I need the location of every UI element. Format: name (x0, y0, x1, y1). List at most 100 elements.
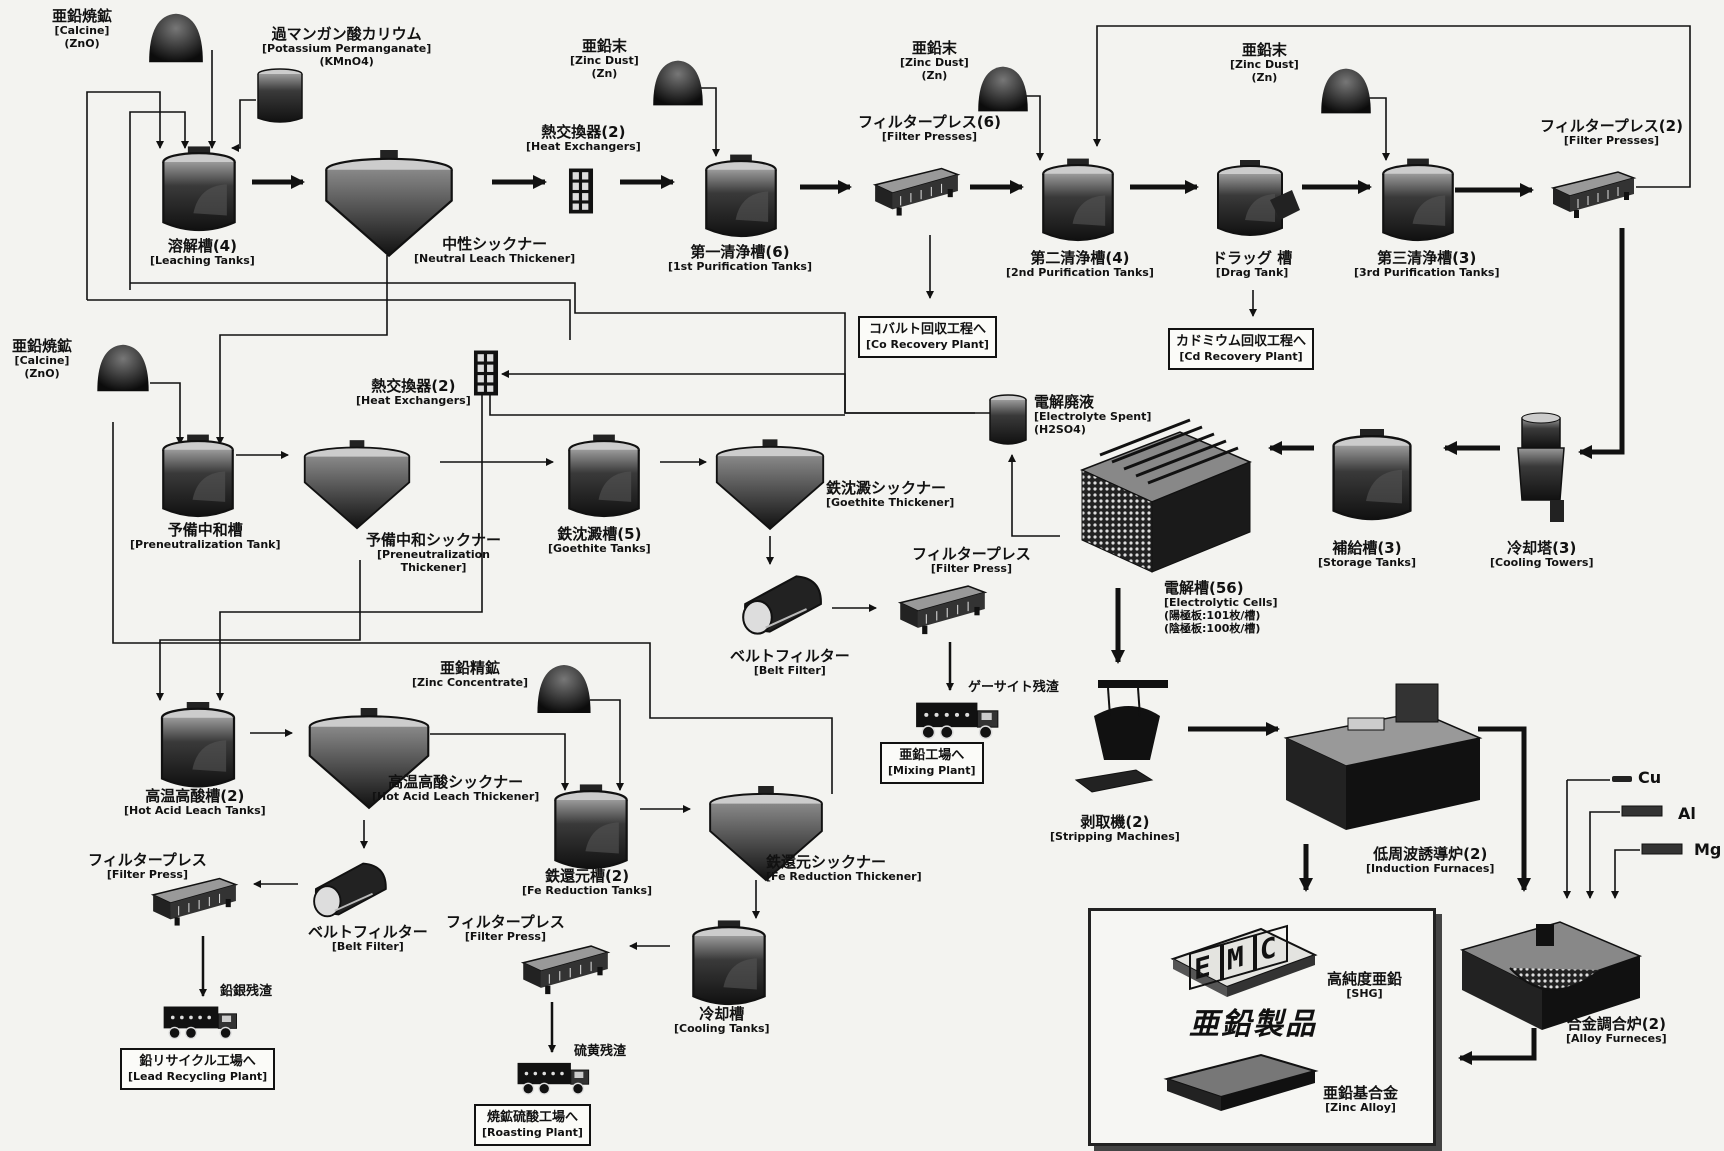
arrow-al-down (1586, 811, 1620, 899)
filter-press-2-en: [Filter Presses] (1563, 134, 1660, 148)
line-to-preneut (216, 290, 388, 445)
filter-press-g-label: フィルタープレス [Filter Press] (912, 545, 1031, 576)
line-zc-to-fered (590, 699, 624, 791)
calcine-top-label: 亜鉛焼鉱 [Calcine] (ZnO) (52, 7, 113, 51)
filter-press-en: [Filter Press] (464, 930, 546, 944)
filter-press-icon (522, 945, 609, 995)
al-ingot-icon (1621, 805, 1663, 817)
zinc-concentrate-label: 亜鉛精鉱 [Zinc Concentrate] (412, 659, 529, 690)
zinc-concentrate-jp: 亜鉛精鉱 (440, 659, 501, 677)
kmno4-container-icon (257, 68, 303, 123)
fe-reduction-thickener-jp: 鉄還元シックナー (766, 853, 887, 871)
filter-press-6-icon (874, 167, 959, 217)
goethite-thickener-label: 鉄沈澱シックナー [Goethite Thickener] (826, 479, 954, 510)
storage-en: [Storage Tanks] (1318, 556, 1417, 570)
preneutralization-thickener-label: 予備中和シックナー [Preneutralization Thickener] (366, 531, 502, 575)
fe-reduction-tank-icon (554, 784, 628, 870)
line-kmno4-to-leach (231, 99, 256, 152)
stripping-machine-icon (1074, 680, 1168, 793)
co-recovery-en: [Co Recovery Plant] (866, 338, 989, 352)
preneutralization-tank-label: 予備中和槽 [Preneutralization Tank] (130, 521, 281, 552)
hot-acid-en: [Hot Acid Leach Tanks] (124, 804, 266, 818)
zinc-dust-pile-icon (653, 60, 703, 106)
induction-furnaces-label: 低周波誘導炉(2) [Induction Furnaces] (1366, 845, 1494, 876)
stripping-machines-label: 剥取機(2) [Stripping Machines] (1050, 813, 1180, 844)
alloy-furnaces-jp: 合金調合炉(2) (1566, 1015, 1666, 1033)
leaching-jp: 溶解槽(4) (167, 237, 237, 255)
shg-jp: 高純度亜鉛 (1327, 970, 1403, 988)
filter-press-6-en: [Filter Presses] (881, 130, 978, 144)
storage-tank-icon (1332, 427, 1412, 521)
hot-acid-tanks-label: 高温高酸槽(2) [Hot Acid Leach Tanks] (124, 787, 266, 818)
zinc-dust-1-label: 亜鉛末 [Zinc Dust] (Zn) (570, 37, 639, 81)
filter-press-icon (152, 877, 237, 927)
belt-filter-en: [Belt Filter] (331, 940, 404, 954)
calcine-pile-icon (149, 13, 203, 63)
line-loop-top (1093, 25, 1691, 188)
spent-electrolyte-container-icon (989, 394, 1027, 445)
calcine-jp: 亜鉛焼鉱 (12, 337, 73, 355)
zinc-concentrate-en: [Zinc Concentrate] (412, 676, 529, 690)
zinc-dust-jp: 亜鉛末 (581, 37, 627, 55)
preneutralization-tank-jp: 予備中和槽 (167, 521, 243, 539)
truck-icon (516, 1062, 590, 1095)
equipment (97, 13, 1683, 1095)
calcine-jp: 亜鉛焼鉱 (52, 7, 113, 25)
calcine-en: [Calcine] (54, 24, 110, 38)
purification-1-jp: 第一清浄槽(6) (690, 243, 790, 261)
goethite-thickener-icon (715, 438, 825, 530)
roasting-plant-box: 焼鉱硫酸工場へ [Roasting Plant] (474, 1104, 591, 1146)
filter-press-6-jp: フィルタープレス(6) (858, 113, 1001, 131)
spent-en: [Electrolyte Spent] (1034, 410, 1152, 424)
mixing-plant-jp: 亜鉛工場へ (899, 748, 965, 763)
zinc-dust-2-label: 亜鉛末 [Zinc Dust] (Zn) (900, 39, 969, 83)
cooling-towers-label: 冷却塔(3) [Cooling Towers] (1490, 539, 1594, 570)
filter-press-2-jp: フィルタープレス(2) (1540, 117, 1683, 135)
co-recovery-box: コバルト回収工程へ [Co Recovery Plant] (858, 316, 997, 358)
cooling-towers-en: [Cooling Towers] (1490, 556, 1594, 570)
cells-en: [Electrolytic Cells] (1164, 596, 1278, 610)
calcine-mid-label: 亜鉛焼鉱 [Calcine] (ZnO) (12, 337, 73, 381)
storage-jp: 補給槽(3) (1332, 539, 1402, 557)
belt-filter-icon (313, 862, 387, 918)
cells-cathode-note: (陰極板:100枚/槽) (1164, 621, 1261, 635)
cooling-tanks-en: [Cooling Tanks] (674, 1022, 770, 1036)
cd-recovery-en: [Cd Recovery Plant] (1179, 350, 1303, 364)
lead-recycling-en: [Lead Recycling Plant] (128, 1070, 268, 1084)
belt-filter-jp: ベルトフィルター (730, 647, 850, 665)
purification-tank-2-icon (1042, 157, 1114, 242)
neutral-thickener-jp: 中性シックナー (442, 235, 548, 253)
leaching-tank-icon (162, 146, 236, 232)
cells-anode-note: (陽極板:101枚/槽) (1164, 608, 1261, 622)
heat-exchanger-jp: 熱交換器(2) (371, 377, 456, 395)
kmno4-jp: 過マンガン酸カリウム (271, 25, 422, 43)
sulfur-residue-label: 硫黄残渣 (574, 1044, 627, 1059)
belt-filter-jp: ベルトフィルター (308, 923, 428, 941)
filter-press-jp: フィルタープレス (446, 913, 565, 931)
arrow-alloy-to-products (1458, 1028, 1537, 1065)
calcine-en: [Calcine] (14, 354, 70, 368)
calcine-pile-icon (97, 344, 149, 392)
zinc-dust-formula: (Zn) (921, 68, 948, 82)
goethite-tanks-jp: 鉄沈澱槽(5) (557, 525, 642, 543)
products-title: 亜鉛製品 (1189, 1007, 1317, 1042)
al-label: Al (1678, 804, 1696, 823)
kmno4-en: [Potassium Permanganate] (262, 42, 432, 56)
arrow-mg-down (1611, 849, 1640, 899)
heat-exchanger-en: [Heat Exchangers] (356, 394, 471, 408)
line-return-2 (129, 111, 189, 290)
purification-3-en: [3rd Purification Tanks] (1354, 266, 1500, 280)
roasting-plant-en: [Roasting Plant] (482, 1126, 583, 1140)
preneutralization-tank-en: [Preneutralization Tank] (130, 538, 281, 552)
zinc-alloy-jp: 亜鉛基合金 (1323, 1084, 1399, 1102)
filter-press-6-label: フィルタープレス(6) [Filter Presses] (858, 113, 1001, 144)
zinc-dust-jp: 亜鉛末 (911, 39, 957, 57)
zinc-alloy-en: [Zinc Alloy] (1325, 1101, 1396, 1115)
preneutralization-thickener-jp: 予備中和シックナー (366, 531, 502, 549)
drag-tank-en: [Drag Tank] (1215, 266, 1289, 280)
hot-acid-thickener-jp: 高温高酸シックナー (388, 773, 524, 791)
spent-formula: (H2SO4) (1034, 422, 1086, 436)
purification-2-en: [2nd Purification Tanks] (1006, 266, 1154, 280)
cd-recovery-jp: カドミウム回収工程へ (1176, 334, 1307, 349)
